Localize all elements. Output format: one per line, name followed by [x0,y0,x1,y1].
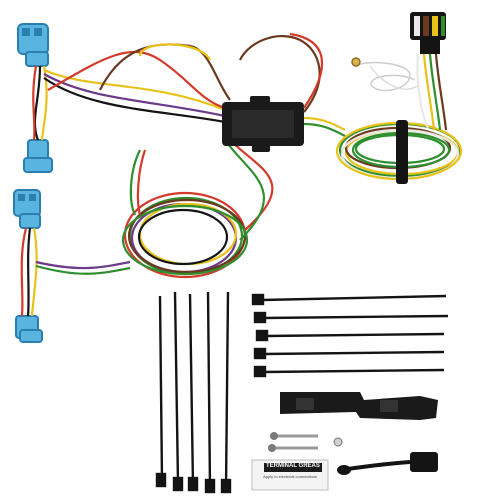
lower-left-socket [15,315,43,343]
upper-left-socket [23,139,53,173]
vertical-cable-ties [155,291,232,494]
right-wire-bundle [239,32,346,137]
mounting-bracket [280,392,438,420]
ground-wire [351,57,419,92]
grease-packet [251,459,329,491]
connector-dust-cover [337,452,438,475]
grease-packet-brand: TERMINAL GREASE [266,463,320,469]
right-wire-coil [335,120,463,184]
four-way-flat-connector [410,12,446,54]
lower-left-wires [20,227,131,317]
flat-connector-wires [416,53,448,131]
upper-left-connector [17,23,49,67]
grease-packet-instruction: Apply to electrical connections [263,474,317,479]
mounting-screws [268,432,343,452]
lower-left-connector [13,189,41,229]
left-wire-bundle [32,43,231,141]
central-wire-coil [121,139,274,279]
horizontal-cable-ties [251,293,449,378]
converter-module [222,96,304,152]
